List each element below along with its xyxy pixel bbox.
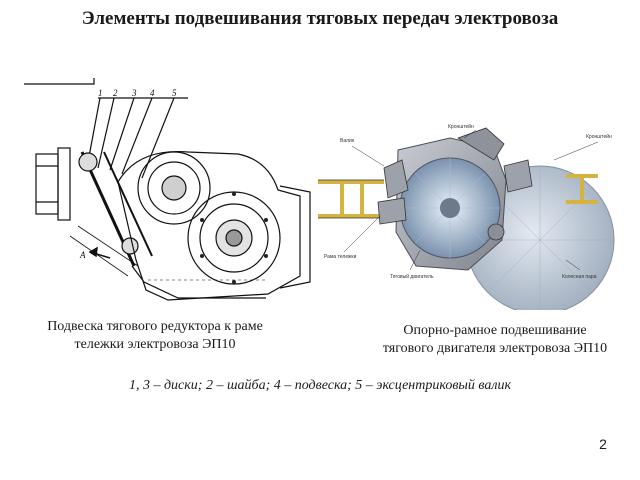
callout-bracket-top: Кронштейн (448, 123, 474, 130)
callout-wheelset: Колесная пара (562, 274, 597, 280)
part-number-1: 1 (98, 88, 103, 98)
view-arrow-label: А (79, 250, 86, 260)
gearbox-suspension-drawing: А 1 2 3 4 5 (18, 70, 318, 310)
part-number-5: 5 (172, 88, 177, 98)
callout-shaft: Валик (340, 138, 355, 144)
right-caption-line1: Опорно-рамное подвешивание (403, 323, 587, 338)
motor-suspension-illustration: Кронштейн Кронштейн Валик Рама тележки Т… (318, 120, 628, 315)
part-number-4: 4 (150, 88, 155, 98)
callout-bracket-right: Кронштейн (586, 133, 612, 140)
part-number-3: 3 (131, 88, 137, 98)
part-number-2: 2 (113, 88, 118, 98)
left-caption-line2: тележки электровоза ЭП10 (74, 337, 236, 352)
left-figure-caption: Подвеска тягового редуктора к раме тележ… (10, 318, 300, 354)
left-caption-line1: Подвеска тягового редуктора к раме (47, 319, 263, 334)
page-number: 2 (599, 436, 607, 452)
right-caption-line2: тягового двигателя электровоза ЭП10 (382, 341, 608, 356)
right-figure-caption: Опорно-рамное подвешивание тягового двиг… (350, 322, 640, 358)
callout-frame: Рама тележки (324, 254, 357, 260)
slide-title: Элементы подвешивания тяговых передач эл… (81, 8, 559, 29)
parts-legend: 1, 3 – диски; 2 – шайба; 4 – подвеска; 5… (128, 378, 512, 393)
callout-motor: Тяговый двигатель (390, 273, 434, 280)
